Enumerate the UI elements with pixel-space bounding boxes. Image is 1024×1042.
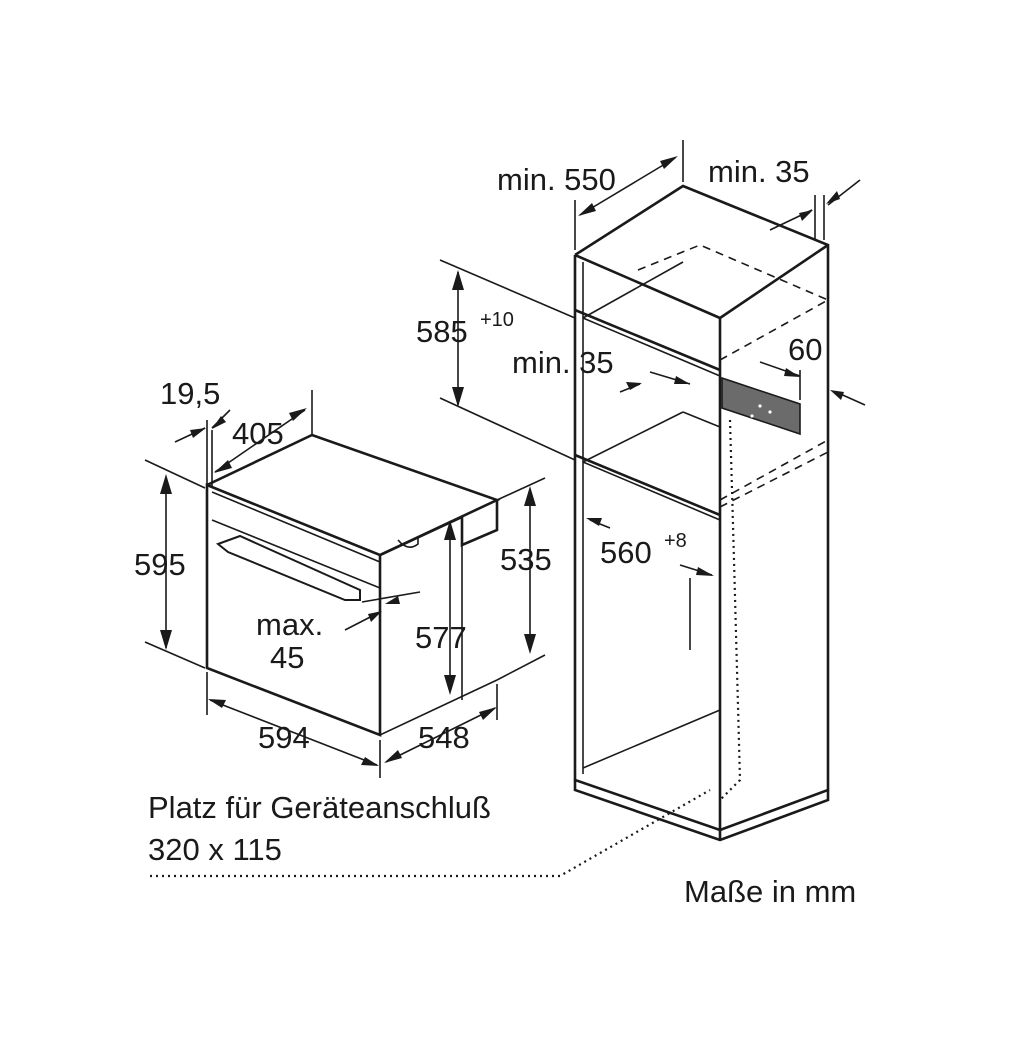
dim-vent-height: 60 [788, 332, 822, 367]
dim-oven-height: 595 [134, 547, 186, 582]
dim-handle-max-value: 45 [270, 640, 304, 675]
dim-oven-depth: 548 [418, 720, 470, 755]
dim-panel-thickness: 19,5 [160, 376, 220, 411]
dim-niche-width: 560 [600, 535, 652, 570]
dim-niche-height-tolerance: +10 [480, 309, 514, 331]
units-label: Maße in mm [684, 874, 856, 909]
oven-handle [215, 534, 361, 601]
cabinet-outline [150, 184, 830, 878]
dim-niche-width-tolerance: +8 [664, 530, 687, 552]
dim-body-depth: 405 [232, 416, 284, 451]
dim-cabinet-depth: min. 550 [497, 162, 616, 197]
dim-vent-gap: min. 35 [512, 345, 614, 380]
dim-niche-height: 585 [416, 314, 468, 349]
dim-oven-width: 594 [258, 720, 310, 755]
oven-dimension-lines [144, 408, 546, 778]
dim-side-height: 535 [500, 542, 552, 577]
dim-rear-gap: min. 35 [708, 154, 810, 189]
dim-front-height: 577 [415, 620, 467, 655]
cabinet-dimension-lines [439, 140, 866, 650]
connection-note-line1: Platz für Geräteanschluß [148, 790, 491, 825]
connection-note-line2: 320 x 115 [148, 832, 282, 867]
oven-outline [205, 390, 501, 737]
dim-handle-max-label: max. [256, 607, 323, 642]
